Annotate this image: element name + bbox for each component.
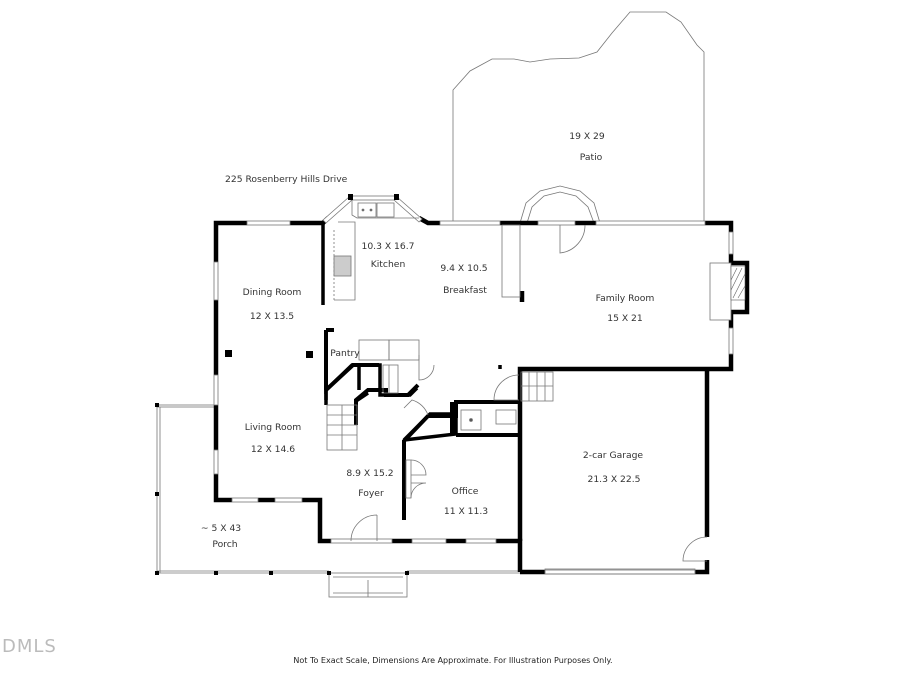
door-swings [350,224,708,562]
dining-room-size: 12 X 13.5 [249,311,295,322]
garage-size: 21.3 X 22.5 [587,474,641,485]
bay-window-arch [519,185,601,224]
patio-size: 19 X 29 [569,131,605,142]
porch-railing [156,404,520,598]
dining-room-name: Dining Room [242,287,302,298]
pantry-name: Pantry [330,348,360,359]
living-room-name: Living Room [244,422,302,433]
kitchen-name: Kitchen [370,259,406,270]
breakfast-name: Breakfast [443,285,487,296]
living-room-size: 12 X 14.6 [250,444,296,455]
patio-outline [452,11,705,223]
porch-name: Porch [212,539,238,550]
property-address: 225 Rosenberry Hills Drive [225,174,348,185]
foyer-name: Foyer [358,488,384,499]
windows [213,195,734,575]
disclaimer-text: Not To Exact Scale, Dimensions Are Appro… [293,656,613,665]
breakfast-size: 9.4 X 10.5 [440,263,488,274]
exterior-walls [213,216,750,575]
fireplace [709,262,746,321]
office-name: Office [451,486,479,497]
kitchen-size: 10.3 X 16.7 [361,241,415,252]
porch-size: ~ 5 X 43 [200,523,242,534]
patio-name: Patio [579,152,603,163]
family-room-name: Family Room [595,293,655,304]
kitchen-counters [333,200,696,575]
mls-watermark: DMLS [2,636,57,657]
stairs [326,364,554,451]
office-size: 11 X 11.3 [443,506,489,517]
family-room-size: 15 X 21 [607,313,643,324]
garage-name: 2-car Garage [582,450,644,461]
foyer-size: 8.9 X 15.2 [346,468,394,479]
